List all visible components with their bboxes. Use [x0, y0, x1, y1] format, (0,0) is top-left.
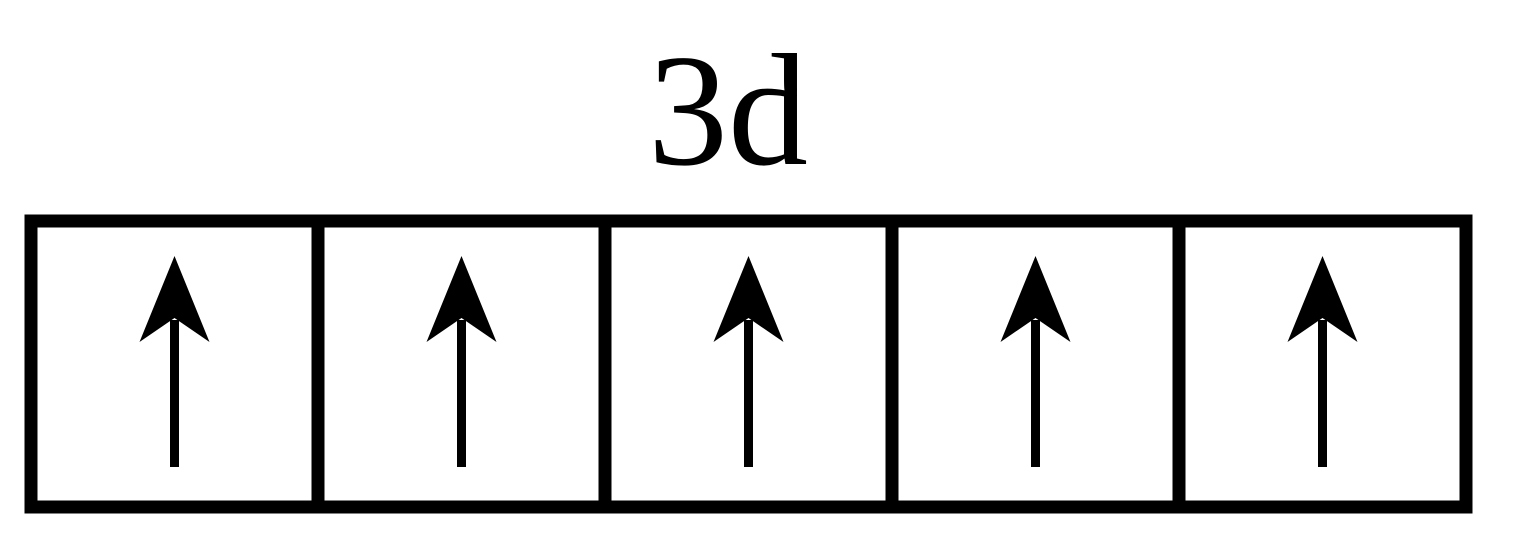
- up-arrow-icon: [139, 256, 210, 467]
- up-arrow-icon: [1000, 256, 1071, 467]
- orbital-box-4: [885, 214, 1186, 514]
- orbital-box-1: [24, 214, 325, 514]
- arrow-head: [1000, 256, 1071, 342]
- up-arrow-icon: [426, 256, 497, 467]
- up-arrow-icon: [1287, 256, 1358, 467]
- arrow-head: [139, 256, 210, 342]
- orbital-box-5: [1172, 214, 1473, 514]
- arrow-head: [713, 256, 784, 342]
- orbital-box-3: [598, 214, 899, 514]
- arrow-head: [426, 256, 497, 342]
- orbital-box-2: [311, 214, 612, 514]
- orbital-label: 3d: [648, 21, 808, 199]
- orbital-box-outline: [1172, 214, 1473, 514]
- up-arrow-icon: [713, 256, 784, 467]
- orbital-boxes: [24, 214, 1473, 514]
- arrow-head: [1287, 256, 1358, 342]
